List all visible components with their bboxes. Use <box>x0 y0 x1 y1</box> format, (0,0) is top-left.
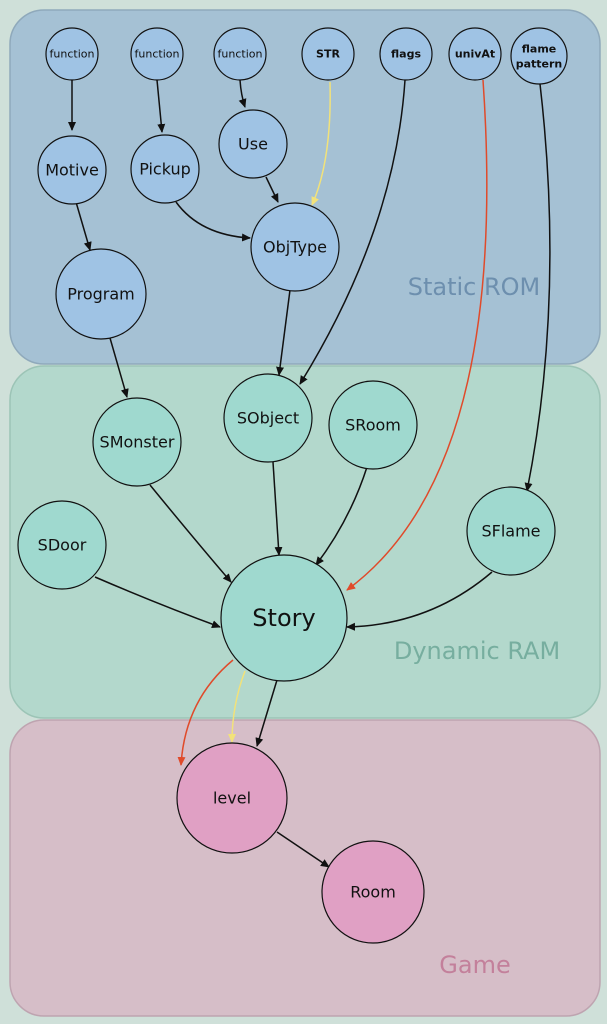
node-label: function <box>218 48 263 61</box>
edge-str-objtype <box>311 81 331 206</box>
node-label: SMonster <box>100 433 175 452</box>
node-sflame[interactable]: SFlame <box>466 486 556 576</box>
edge-flamepattern-sflame <box>524 83 551 492</box>
edge-sroom-story <box>315 466 368 566</box>
edge-program-smonster <box>109 337 129 398</box>
node-smonster[interactable]: SMonster <box>92 397 182 487</box>
node-label: Pickup <box>139 160 191 179</box>
node-pickup[interactable]: Pickup <box>130 134 200 204</box>
node-univat[interactable]: univAt <box>448 27 502 81</box>
node-label: univAt <box>455 48 495 61</box>
region-game <box>9 719 601 1017</box>
edge-smonster-story <box>149 484 232 583</box>
node-label: SObject <box>237 409 299 428</box>
edge-story-level <box>255 679 278 747</box>
edge-pickup-objtype <box>175 201 251 242</box>
edge-use-objtype <box>265 176 279 203</box>
edge-level-room <box>276 831 330 868</box>
node-level[interactable]: level <box>176 742 288 854</box>
edge-function3-use <box>238 79 247 108</box>
node-label: level <box>213 789 251 808</box>
edges <box>68 79 551 868</box>
edge-univat-story <box>346 79 488 591</box>
edge-sdoor-story <box>94 576 221 629</box>
node-objtype[interactable]: ObjType <box>250 202 340 292</box>
region-label-game: Game <box>439 951 510 979</box>
region-label-dynamic-ram: Dynamic RAM <box>394 637 560 665</box>
node-function-1[interactable]: function <box>45 27 99 81</box>
edge-objtype-sobject <box>276 289 291 376</box>
node-label: Room <box>350 883 396 902</box>
node-label: Program <box>67 285 135 304</box>
node-flags[interactable]: flags <box>379 27 433 81</box>
node-use[interactable]: Use <box>218 109 288 179</box>
edge-sobject-story <box>272 461 283 556</box>
node-label-line1: flame <box>522 43 557 56</box>
node-flame-pattern[interactable]: flame pattern <box>510 27 568 85</box>
node-label-line2: pattern <box>516 58 563 71</box>
node-label: function <box>50 48 95 61</box>
node-label: flags <box>391 48 421 61</box>
node-str[interactable]: STR <box>301 27 355 81</box>
node-sdoor[interactable]: SDoor <box>17 500 107 590</box>
node-label: SFlame <box>481 522 540 541</box>
node-label: Use <box>238 135 268 154</box>
region-label-static-rom: Static ROM <box>408 273 541 301</box>
node-label: ObjType <box>263 238 327 257</box>
edge-motive-program <box>75 201 92 251</box>
node-function-2[interactable]: function <box>130 27 184 81</box>
node-room[interactable]: Room <box>321 840 425 944</box>
node-program[interactable]: Program <box>55 248 147 340</box>
node-label: Motive <box>45 161 99 180</box>
node-sobject[interactable]: SObject <box>223 373 313 463</box>
edge-story-level-red <box>177 659 234 766</box>
node-motive[interactable]: Motive <box>37 135 107 205</box>
node-label: function <box>135 48 180 61</box>
node-sroom[interactable]: SRoom <box>328 380 418 470</box>
node-label: SRoom <box>345 416 401 435</box>
node-label: SDoor <box>38 536 87 555</box>
node-function-3[interactable]: function <box>213 27 267 81</box>
node-story[interactable]: Story <box>220 554 348 682</box>
edge-flags-sobject <box>299 79 406 385</box>
edge-story-level-yellow <box>228 670 246 743</box>
node-label: STR <box>316 48 340 61</box>
region-static-rom <box>9 9 601 365</box>
edge-function2-pickup <box>156 79 166 133</box>
edge-sflame-story <box>346 571 493 631</box>
node-label: Story <box>252 604 315 632</box>
